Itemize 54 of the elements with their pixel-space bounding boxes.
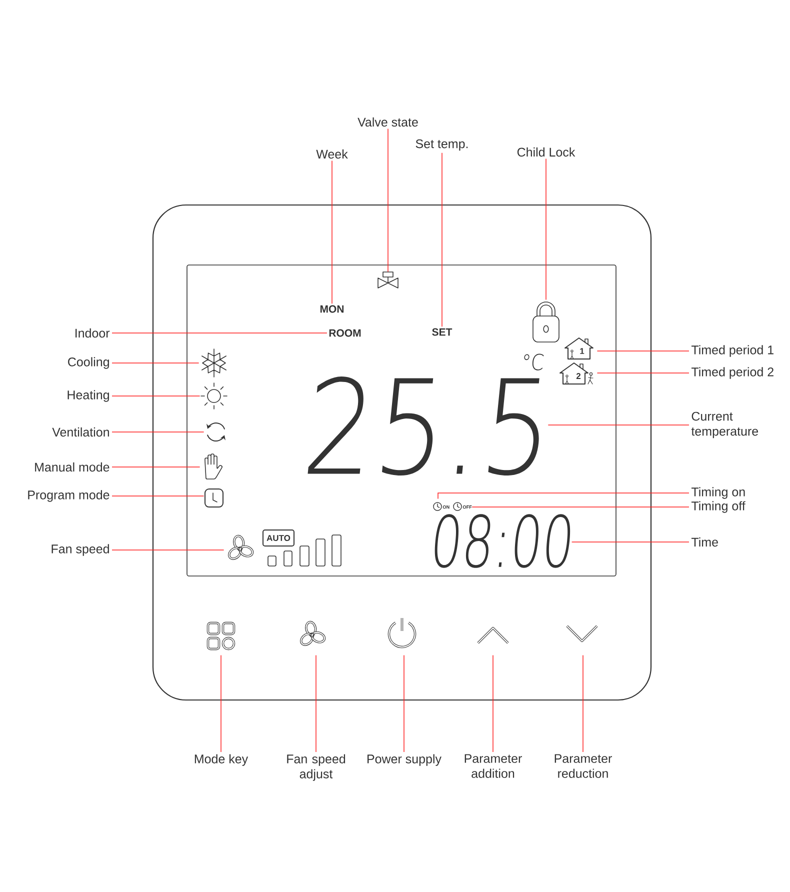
callout-label: Program mode	[28, 490, 110, 502]
callout-label: Timing off	[691, 501, 746, 513]
callout-label: Time	[691, 537, 718, 547]
callout-label: Cooling	[68, 357, 109, 369]
auto-badge: AUTO	[262, 530, 294, 546]
callout-label: Parameter reduction	[554, 754, 612, 778]
display-text: MON	[320, 305, 344, 313]
snowflake-icon	[201, 348, 227, 378]
callout-label: Parameter addition	[464, 754, 522, 778]
power-icon	[388, 618, 416, 648]
callout-label: Timed period 1	[691, 345, 774, 357]
callout-label: Week	[316, 149, 348, 159]
leader-line	[548, 424, 690, 426]
callout-label: Valve state	[358, 117, 418, 127]
leader-line	[112, 332, 328, 334]
callout-label: Current temperature	[691, 412, 758, 438]
valve-icon	[378, 272, 398, 288]
fan-icon	[228, 534, 254, 560]
callout-label: Fan speed	[52, 544, 109, 556]
clock-icon	[204, 488, 224, 508]
unit-symbol: °C	[524, 354, 544, 370]
keypad-icon	[206, 622, 236, 650]
leader-line	[112, 466, 200, 468]
leader-line	[596, 372, 690, 374]
display-screen	[186, 264, 616, 576]
display-text: ROOM	[329, 329, 361, 337]
fan-icon	[300, 620, 326, 646]
leader-line	[492, 654, 494, 752]
callout-label: Timing on	[691, 487, 745, 499]
leader-line	[596, 350, 690, 352]
device-frame	[152, 204, 652, 701]
chevron-down-icon	[566, 625, 598, 642]
callout-label: Manual mode	[35, 462, 110, 472]
leader-line	[472, 506, 690, 508]
hand-icon	[204, 454, 222, 480]
callout-label: Child Lock	[517, 147, 576, 157]
padlock-icon	[532, 302, 560, 342]
callout-label: Mode key	[194, 754, 248, 766]
chevron-up-icon	[477, 626, 509, 644]
leader-line	[438, 492, 690, 500]
leader-line	[112, 362, 200, 364]
callout-label: Timed period 2	[691, 367, 774, 379]
leader-line	[220, 654, 222, 752]
callout-label: Heating	[68, 390, 109, 402]
callout-label: Fan speed adjust	[287, 754, 346, 781]
display-text: SET	[432, 328, 452, 336]
callout-label: Indoor	[76, 328, 110, 338]
callout-label: Set temp.	[416, 139, 468, 151]
digital-readout: 08:00	[434, 514, 570, 568]
sun-icon	[200, 382, 228, 410]
leader-line	[582, 654, 584, 752]
callout-label: Ventilation	[52, 427, 109, 437]
digital-readout: 25.5	[308, 376, 540, 476]
callout-label: Power supply	[368, 754, 442, 766]
